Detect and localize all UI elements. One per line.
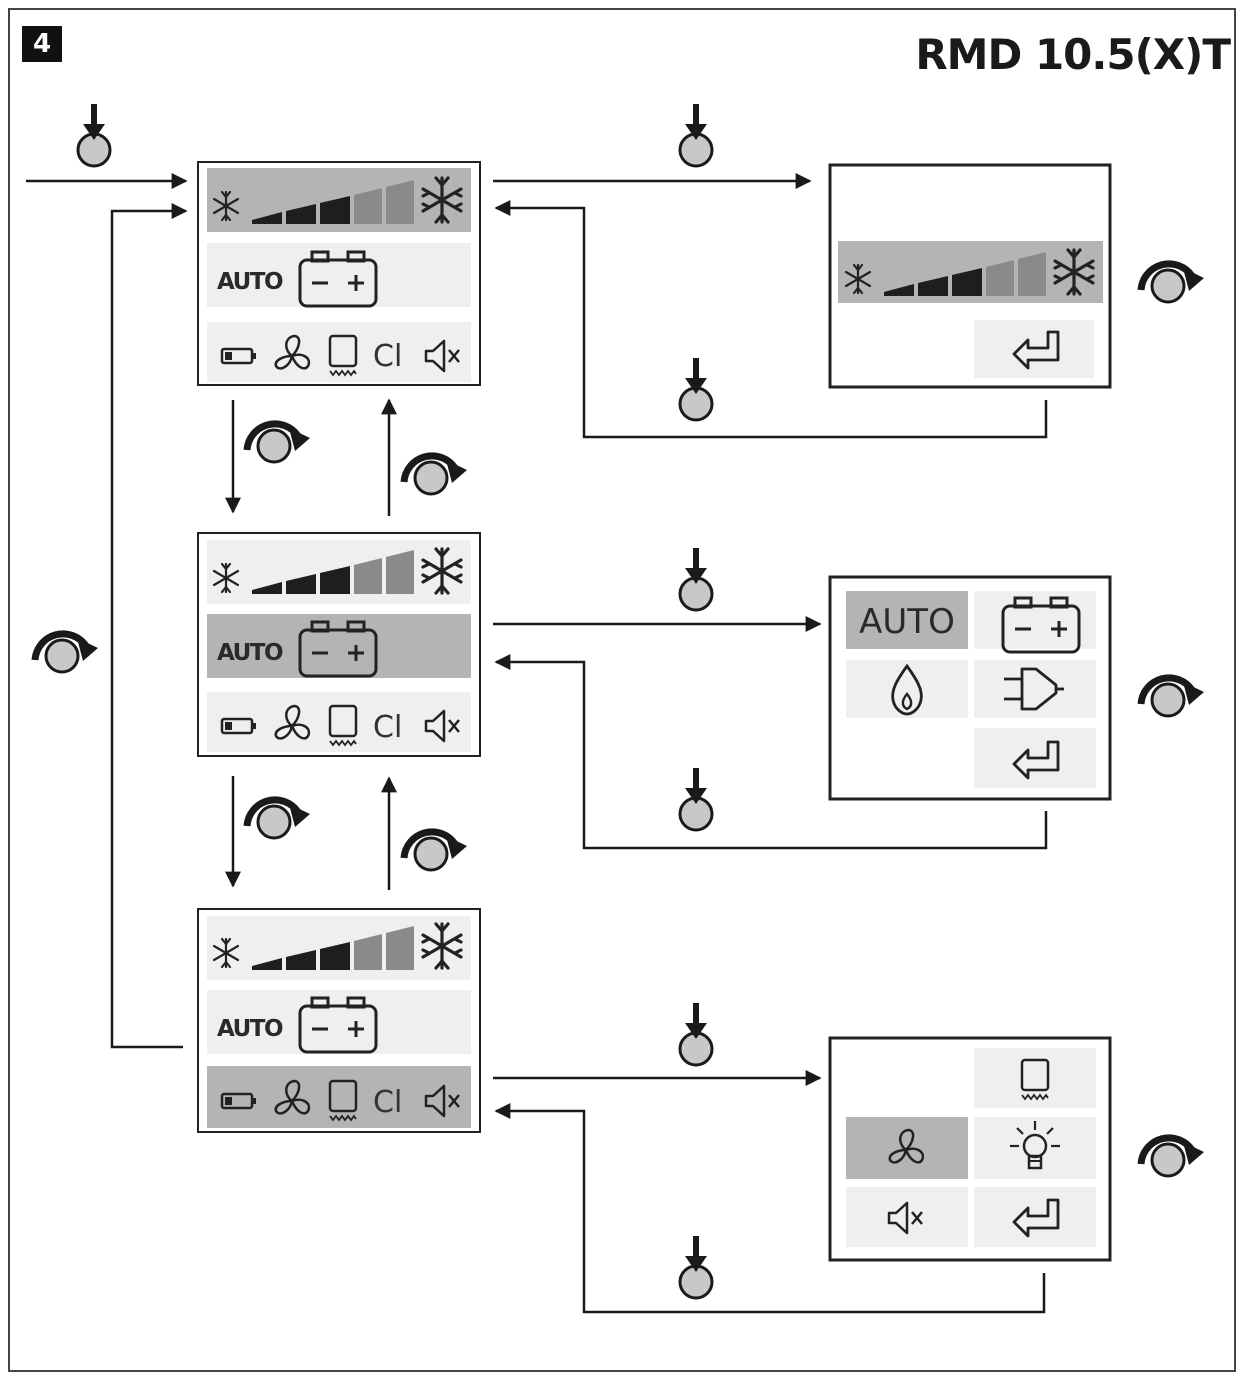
auto-option-label: AUTO — [859, 602, 955, 642]
rotary-knob-icon — [247, 800, 310, 838]
timer-label: Cl — [373, 339, 402, 374]
push-knob-icon — [76, 102, 112, 168]
submenu-panel-temperature — [828, 163, 1112, 389]
auto-option-highlight — [846, 591, 968, 649]
rotary-knob-icon — [404, 832, 467, 870]
push-knob-icon — [678, 1234, 714, 1300]
submenu-panel-energy-source: AUTO — [828, 575, 1112, 801]
model-title: RMD 10.5(X)T — [915, 30, 1231, 79]
main-menu-panel-temperature: AUTO Cl — [197, 161, 481, 386]
rotary-knob-icon — [35, 634, 98, 672]
rotary-knob-icon — [1141, 1138, 1204, 1176]
figure-number: 4 — [22, 26, 62, 62]
main-menu-panel-energy: AUTO Cl — [197, 532, 481, 757]
rotary-knob-icon — [1141, 678, 1204, 716]
push-knob-icon — [678, 102, 714, 168]
push-knob-icon — [678, 546, 714, 612]
main-menu-panel-settings: AUTO Cl — [197, 908, 481, 1133]
rotary-knob-icon — [404, 456, 467, 494]
auto-label: AUTO — [217, 269, 283, 295]
submenu-panel-settings — [828, 1036, 1112, 1262]
energy-row-highlight — [207, 614, 471, 678]
timer-label: Cl — [373, 710, 402, 745]
page-frame — [8, 8, 1236, 1372]
timer-label: Cl — [373, 1085, 402, 1120]
push-knob-icon — [678, 356, 714, 422]
auto-label: AUTO — [217, 1016, 283, 1042]
push-knob-icon — [678, 1001, 714, 1067]
push-knob-icon — [678, 766, 714, 832]
rotary-knob-icon — [1141, 264, 1204, 302]
flow-arrows — [26, 173, 1048, 1314]
auto-label: AUTO — [217, 640, 283, 666]
rotary-knob-icon — [247, 424, 310, 462]
